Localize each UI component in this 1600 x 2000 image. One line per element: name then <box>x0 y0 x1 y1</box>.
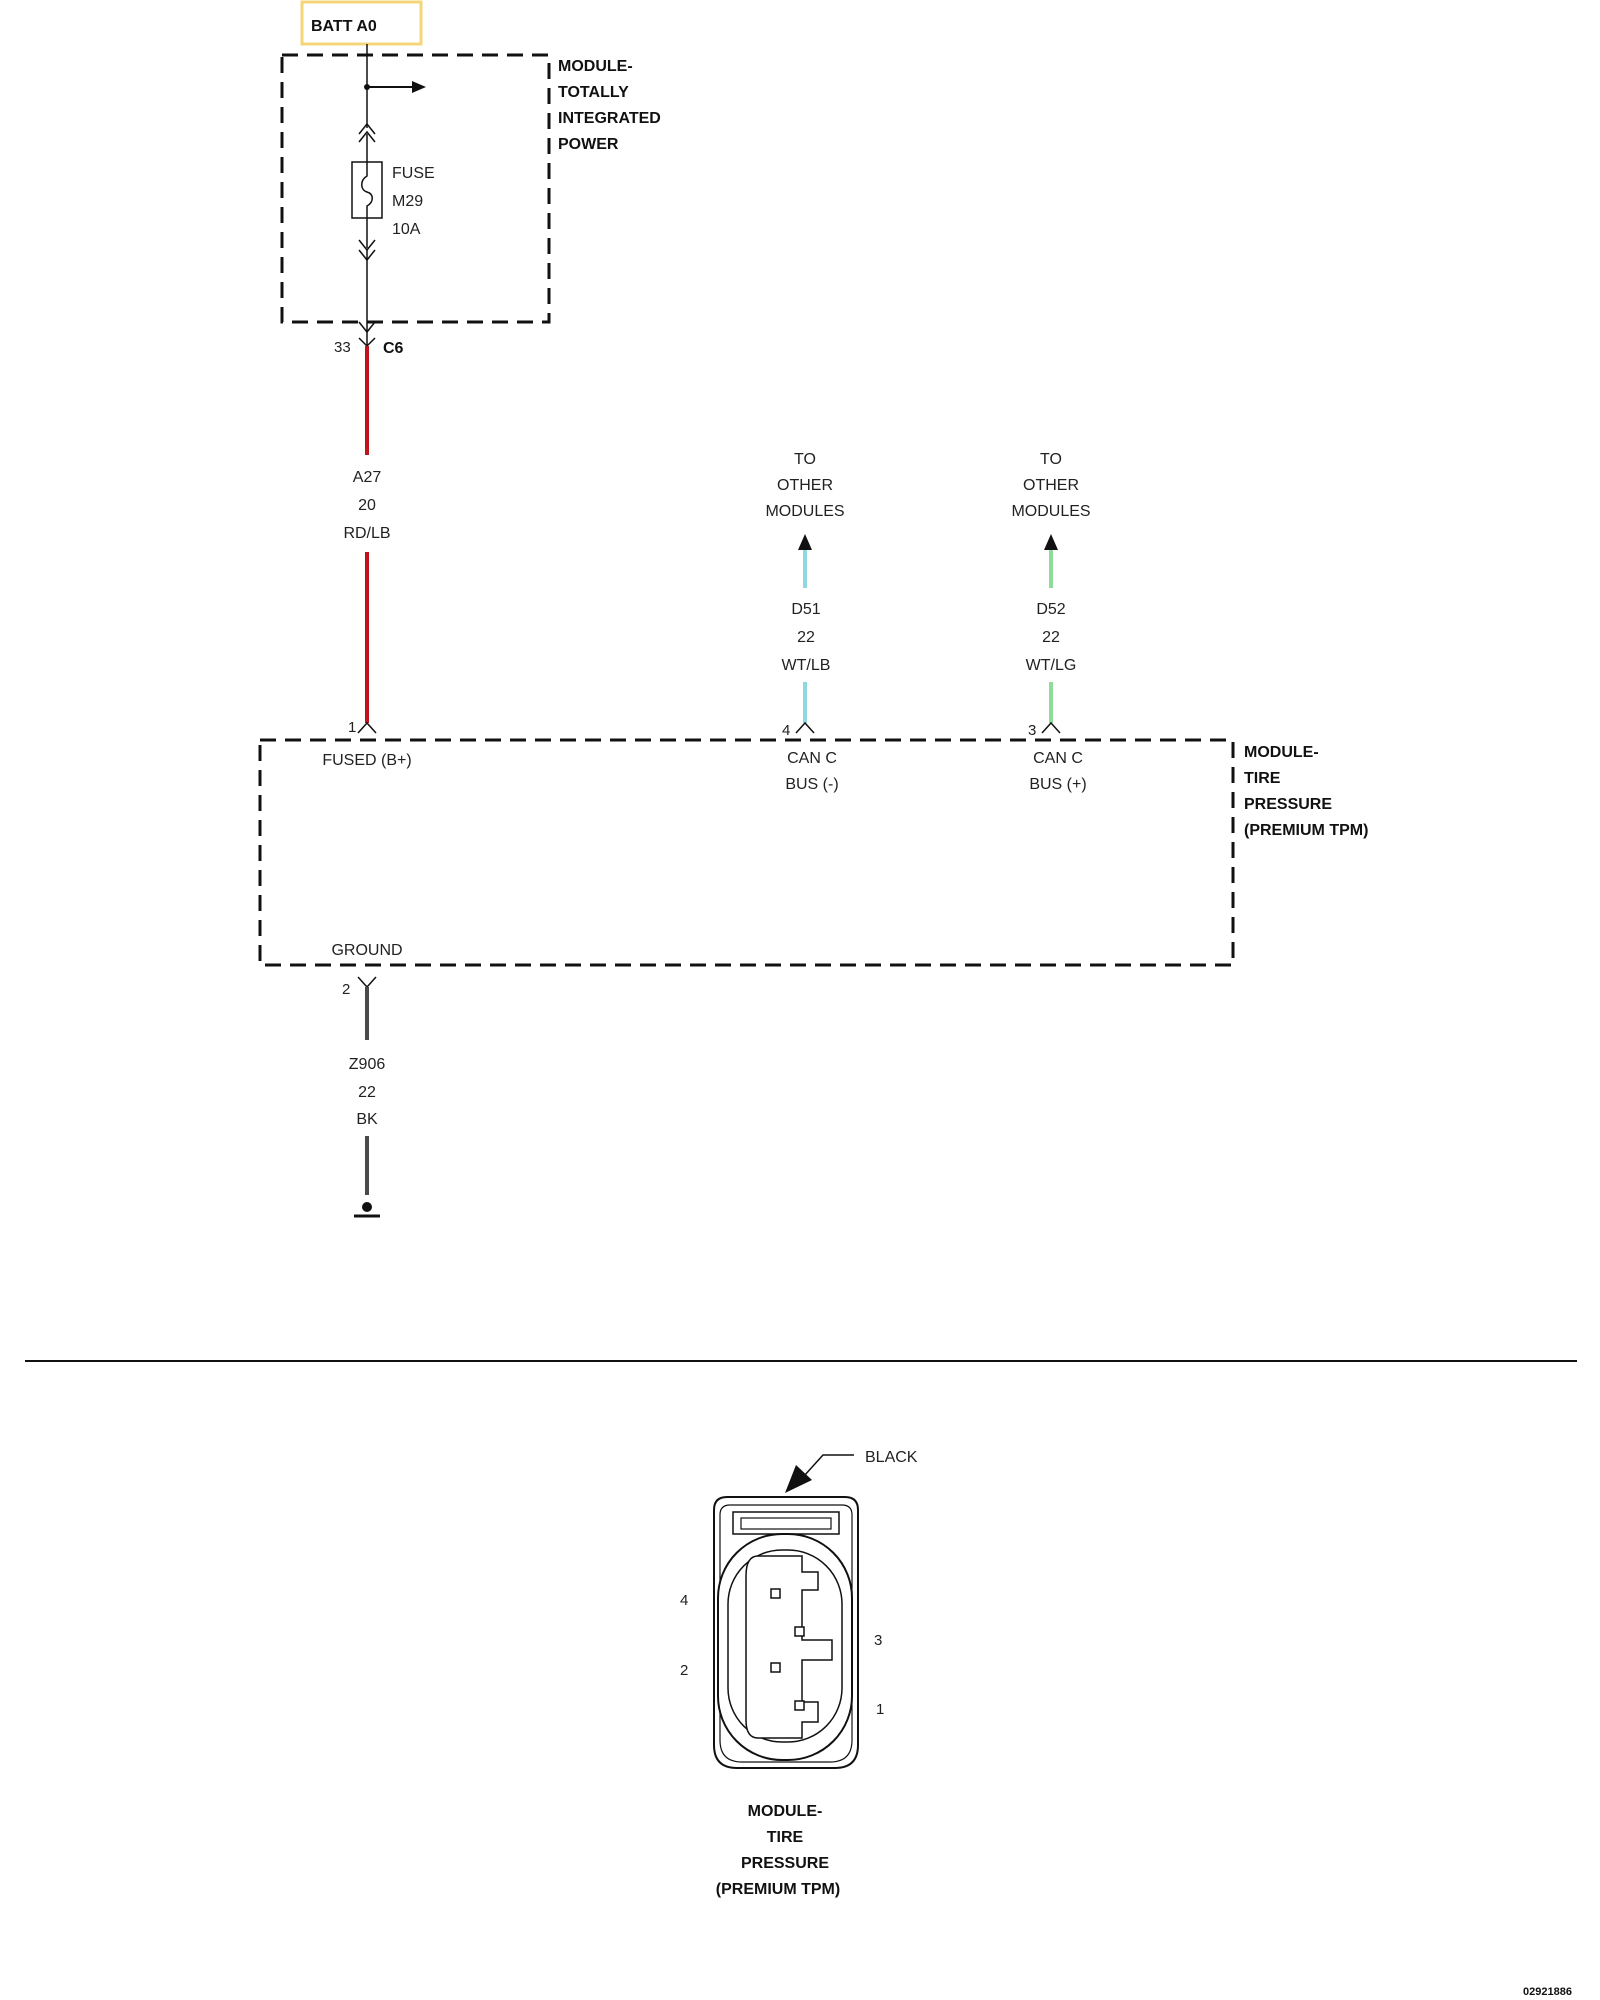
d51-arrow-icon <box>798 534 812 550</box>
tpm-pin1-number: 1 <box>348 719 356 736</box>
connector-pointer-icon <box>785 1465 812 1493</box>
connector-name-4: (PREMIUM TPM) <box>716 1881 840 1898</box>
connector-pin-1-number: 1 <box>876 1701 884 1718</box>
d52-label-1: D52 <box>1036 601 1065 618</box>
tpm-pin3-number: 3 <box>1028 722 1036 739</box>
c6-pin-number: 33 <box>334 339 351 356</box>
d51-to-3: MODULES <box>765 503 844 520</box>
power-module-name-2: TOTALLY <box>558 84 629 101</box>
tpm-pin3-label-2: BUS (+) <box>1029 776 1086 793</box>
d52-to-3: MODULES <box>1011 503 1090 520</box>
d51-label-1: D51 <box>791 601 820 618</box>
tpm-module-name-4: (PREMIUM TPM) <box>1244 822 1368 839</box>
tpm-pin2-number: 2 <box>342 981 350 998</box>
wire-d51: TO OTHER MODULES D51 22 WT/LB <box>765 451 845 723</box>
z906-label-1: Z906 <box>349 1056 386 1073</box>
tpm-pin4-label-1: CAN C <box>787 750 837 767</box>
connector-c6: 33 C6 <box>334 321 404 357</box>
fuse-m29-icon <box>351 161 383 219</box>
figure-id: 02921886 <box>1523 1986 1572 1998</box>
tpm-pin3-label-1: CAN C <box>1033 750 1083 767</box>
tpm-pin4-label-2: BUS (-) <box>785 776 838 793</box>
batt-a0-source: BATT A0 <box>300 0 423 46</box>
a27-label-2: 20 <box>358 497 376 514</box>
cavity-4 <box>770 1588 781 1599</box>
connector-color-label: BLACK <box>865 1449 918 1466</box>
connector-name-1: MODULE- <box>748 1803 823 1820</box>
fuse-label-2: M29 <box>392 193 423 210</box>
c6-name: C6 <box>383 340 404 357</box>
batt-label: BATT A0 <box>311 18 377 35</box>
power-module-name-3: INTEGRATED <box>558 110 661 127</box>
connector-name-3: PRESSURE <box>741 1855 829 1872</box>
connector-pin-4-number: 4 <box>680 1592 688 1609</box>
connector-name-2: TIRE <box>767 1829 804 1846</box>
tpm-module-name-1: MODULE- <box>1244 744 1319 761</box>
d52-to-2: OTHER <box>1023 477 1079 494</box>
d51-label-2: 22 <box>797 629 815 646</box>
d52-label-3: WT/LG <box>1026 657 1077 674</box>
power-module-name-1: MODULE- <box>558 58 633 75</box>
wire-d52: TO OTHER MODULES D52 22 WT/LG <box>1011 451 1091 723</box>
connector-face-view: BLACK 4 2 3 1 MODULE- TIRE PRESSURE (PRE… <box>680 1449 918 1898</box>
power-module-name-4: POWER <box>558 136 619 153</box>
fuse-label-1: FUSE <box>392 165 435 182</box>
power-module: MODULE- TOTALLY INTEGRATED POWER FUSE M2… <box>280 44 661 324</box>
tpm-module-name-3: PRESSURE <box>1244 796 1332 813</box>
wire-z906: Z906 22 BK <box>349 987 386 1218</box>
d51-label-3: WT/LB <box>782 657 831 674</box>
connector-pin-2-number: 2 <box>680 1662 688 1679</box>
wire-a27: A27 20 RD/LB <box>343 346 391 723</box>
tpm-module-name-2: TIRE <box>1244 770 1281 787</box>
d51-to-1: TO <box>794 451 816 468</box>
d52-to-1: TO <box>1040 451 1062 468</box>
d51-to-2: OTHER <box>777 477 833 494</box>
z906-label-3: BK <box>356 1111 378 1128</box>
tpm-pin4-number: 4 <box>782 722 790 739</box>
d52-label-2: 22 <box>1042 629 1060 646</box>
cavity-3 <box>794 1626 805 1637</box>
z906-label-2: 22 <box>358 1084 376 1101</box>
connector-pin-3-number: 3 <box>874 1632 882 1649</box>
tpm-pin2-label: GROUND <box>331 942 402 959</box>
tpm-module: MODULE- TIRE PRESSURE (PREMIUM TPM) 1 FU… <box>258 719 1368 998</box>
feed-arrow-icon <box>412 81 426 93</box>
d52-arrow-icon <box>1044 534 1058 550</box>
a27-label-3: RD/LB <box>343 525 390 542</box>
a27-label-1: A27 <box>353 469 382 486</box>
cavity-1 <box>794 1700 805 1711</box>
ground-icon <box>354 1202 380 1218</box>
tpm-pin1-label: FUSED (B+) <box>322 752 411 769</box>
cavity-2 <box>770 1662 781 1673</box>
fuse-label-3: 10A <box>392 221 421 238</box>
